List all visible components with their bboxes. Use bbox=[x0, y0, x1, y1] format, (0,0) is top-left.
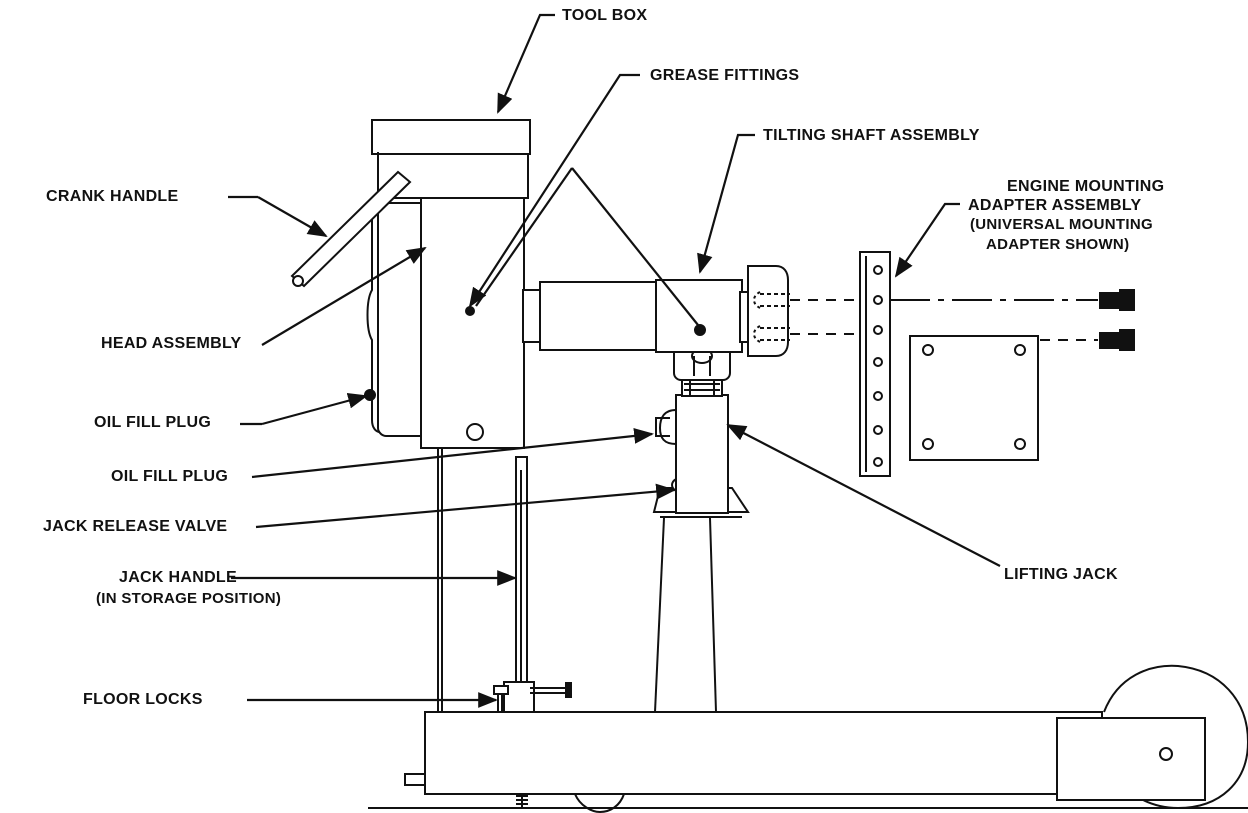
mounting-bolts bbox=[1099, 289, 1135, 351]
jack-handle bbox=[515, 456, 528, 713]
column bbox=[437, 448, 443, 712]
jack-tube bbox=[654, 517, 717, 713]
label-grease-fittings: GREASE FITTINGS bbox=[650, 67, 800, 84]
label-tilting-shaft-assembly: TILTING SHAFT ASSEMBLY bbox=[763, 127, 980, 144]
tilting-shaft-assembly bbox=[522, 265, 790, 357]
label-engine-mounting-line4: ADAPTER SHOWN) bbox=[986, 236, 1130, 253]
label-head-assembly: HEAD ASSEMBLY bbox=[101, 335, 242, 352]
label-lifting-jack: LIFTING JACK bbox=[1004, 566, 1118, 583]
label-floor-locks: FLOOR LOCKS bbox=[83, 691, 203, 708]
floor-locks bbox=[493, 681, 572, 713]
label-engine-mounting-line3: (UNIVERSAL MOUNTING bbox=[970, 216, 1153, 233]
base-frame bbox=[404, 664, 1248, 813]
label-tool-box: TOOL BOX bbox=[562, 7, 648, 24]
head-assembly bbox=[371, 119, 531, 449]
engine-mounting-adapter bbox=[790, 251, 1098, 477]
label-jack-release-valve: JACK RELEASE VALVE bbox=[43, 518, 228, 535]
lifting-jack bbox=[655, 377, 729, 514]
label-engine-mounting-line1: ENGINE MOUNTING bbox=[1007, 178, 1165, 195]
label-engine-mounting-line2: ADAPTER ASSEMBLY bbox=[968, 197, 1142, 214]
label-jack-handle-line1: JACK HANDLE bbox=[119, 569, 237, 586]
crank-handle bbox=[290, 170, 412, 288]
label-oil-fill-plug-2: OIL FILL PLUG bbox=[111, 468, 229, 485]
label-jack-handle-line2: (IN STORAGE POSITION) bbox=[96, 590, 282, 607]
label-oil-fill-plug-1: OIL FILL PLUG bbox=[94, 414, 212, 431]
leader-lines bbox=[228, 13, 1001, 708]
label-crank-handle: CRANK HANDLE bbox=[46, 188, 179, 205]
